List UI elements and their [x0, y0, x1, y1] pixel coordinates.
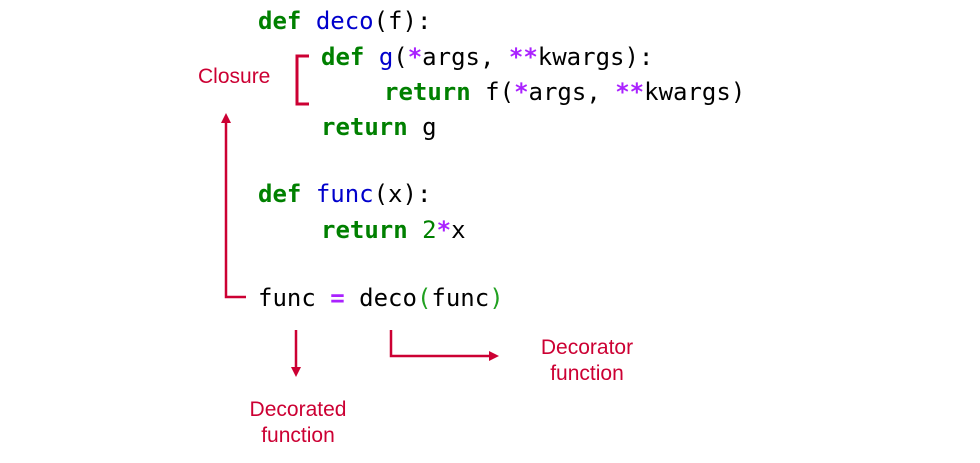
- variable: x: [451, 216, 466, 244]
- operator-assign: =: [330, 284, 345, 312]
- args: args,: [422, 43, 509, 71]
- operator-double-star: **: [508, 43, 538, 71]
- function-name: func: [315, 180, 374, 208]
- decorator-function-label: Decorator function: [531, 335, 643, 387]
- code-line-def-deco: def deco(f):: [258, 4, 431, 38]
- params: (f):: [373, 7, 432, 35]
- function-name: g: [378, 43, 394, 71]
- decorator-name: deco: [344, 284, 417, 312]
- closure-arrow: [221, 113, 246, 299]
- decorated-label-line2: function: [261, 424, 335, 447]
- closure-label: Closure: [198, 65, 271, 88]
- argument: func: [431, 284, 490, 312]
- kwargs: kwargs): [644, 78, 746, 106]
- closure-bracket: [295, 54, 309, 106]
- kwargs: kwargs):: [537, 43, 654, 71]
- code-line-return-g: return g: [321, 110, 437, 144]
- keyword-return: return: [321, 216, 408, 244]
- operator-star: *: [436, 216, 452, 244]
- decorated-label-line1: Decorated: [249, 398, 347, 421]
- code-line-func-assign: func = deco(func): [258, 281, 504, 315]
- decorator-label-line1: Decorator: [540, 336, 634, 359]
- operator-star: *: [407, 43, 423, 71]
- code-line-def-func: def func(x):: [258, 177, 431, 211]
- return-value: g: [407, 113, 437, 141]
- code-line-def-g: def g(*args, **kwargs):: [321, 40, 653, 74]
- decorator-arrow: [389, 330, 499, 361]
- number: 2: [407, 216, 437, 244]
- target-name: func: [258, 284, 331, 312]
- code-line-return-2x: return 2*x: [321, 213, 466, 247]
- operator-double-star: **: [615, 78, 645, 106]
- args: args,: [528, 78, 616, 106]
- operator-star: *: [514, 78, 529, 106]
- keyword-def: def: [258, 180, 302, 208]
- keyword-def: def: [258, 7, 302, 35]
- keyword-def: def: [321, 43, 365, 71]
- paren-open: (: [416, 284, 432, 312]
- keyword-return: return: [384, 78, 471, 106]
- params: (x):: [373, 180, 432, 208]
- function-name: deco: [315, 7, 374, 35]
- paren-close: ): [489, 284, 504, 312]
- code-line-return-f: return f(*args, **kwargs): [384, 75, 745, 109]
- call: f(: [470, 78, 515, 106]
- paren: (: [393, 43, 408, 71]
- decorated-function-label: Decorated function: [240, 397, 356, 449]
- keyword-return: return: [321, 113, 408, 141]
- decorator-label-line2: function: [550, 362, 624, 385]
